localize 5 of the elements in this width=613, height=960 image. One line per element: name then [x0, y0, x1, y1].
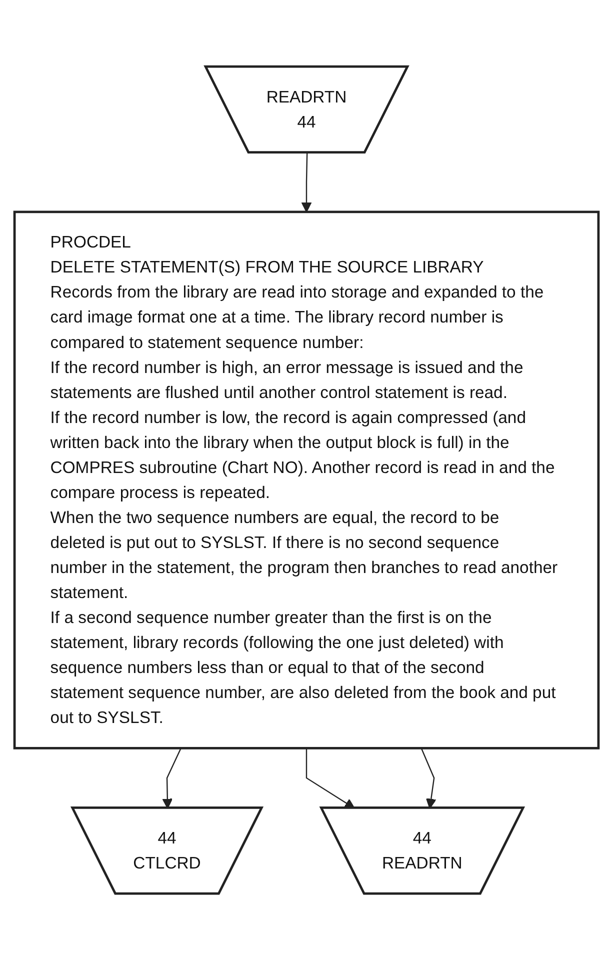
arrow — [306, 748, 355, 809]
arrow — [420, 748, 436, 809]
node-box: PROCDEL DELETE STATEMENT(S) FROM THE SOURCE LIBRARY Records from the library are read into storage and expanded to the card image format one at a time. The library record number is compared to statement sequence number: If the record number is high, an error message is issued and the statements are flushed until another control statement is read. If the record number is low, the record is again compressed (and written back into the library when the output block is full) in the COMPRES subroutine (Chart NO). Another record is read in and the compare process is repeated. When the two sequence numbers are equal, the record to be deleted is put out to SYSLST. If there is no second sequence number in the statement, the program then branches to read another statement. If a second sequence number greater than the first is on the statement, library records (following the one just deleted) with sequence numbers less than or equal to that of the second statement sequence number, are also deleted from the book and put out to SYSLST. — [13, 210, 600, 750]
arrow — [162, 748, 182, 809]
arrow — [301, 152, 312, 212]
